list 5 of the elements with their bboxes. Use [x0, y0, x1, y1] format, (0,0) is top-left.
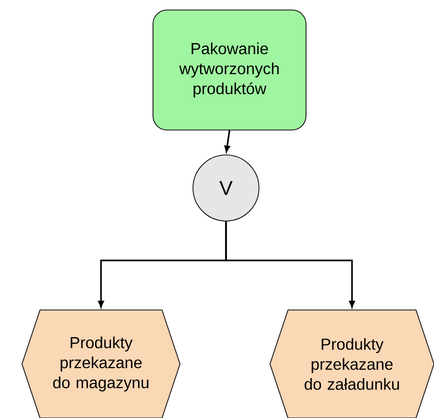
- process-box: Pakowanie wytworzonych produktów: [152, 10, 306, 130]
- arrow: [224, 130, 230, 152]
- event-hexagon: Produkty przekazane do załadunku: [270, 310, 434, 418]
- event-hexagon: Produkty przekazane do magazynu: [22, 310, 180, 418]
- arrow: [225, 221, 355, 308]
